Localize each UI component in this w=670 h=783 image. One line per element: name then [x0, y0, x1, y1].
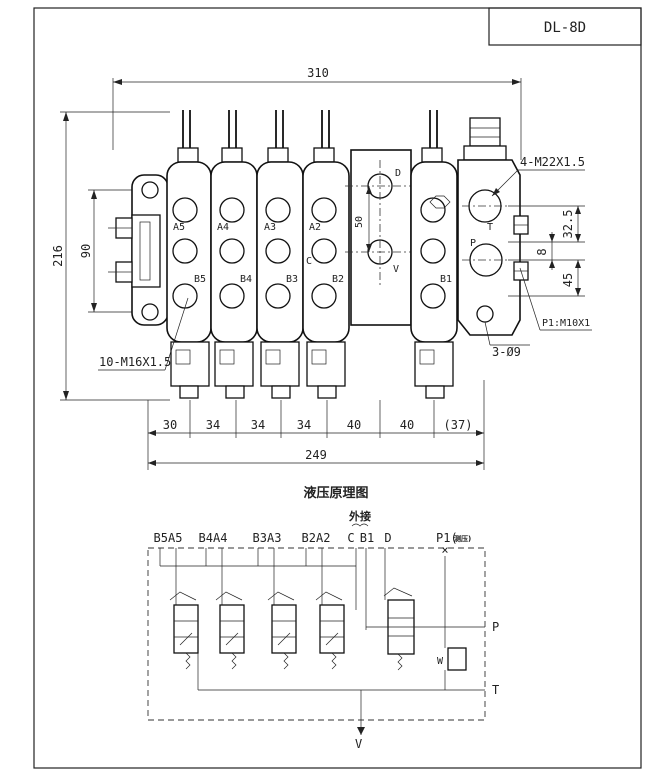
- label-a4: A4: [217, 222, 229, 233]
- schematic-spool-4: [215, 566, 245, 670]
- dim-seg-7: (37): [444, 418, 473, 432]
- left-end-plate: [108, 174, 169, 326]
- port-p1: P1(: [436, 531, 458, 545]
- dim-seg-5: 40: [347, 418, 361, 432]
- model-number: DL-8D: [544, 20, 586, 36]
- svg-text:4-M22X1.5: 4-M22X1.5: [520, 155, 585, 169]
- label-b2: B2: [332, 274, 344, 285]
- schematic-p: P: [492, 620, 499, 634]
- dim-port-spacing: 50: [354, 216, 365, 228]
- port-b5a5: B5A5: [154, 531, 183, 545]
- schematic-boundary: [147, 547, 486, 721]
- valve-section-3: [256, 110, 304, 399]
- dim-seg-1: 30: [163, 418, 177, 432]
- dim-overall-length: 310: [112, 66, 522, 160]
- sheet-border: [33, 7, 642, 769]
- label-b5: B5: [194, 274, 206, 285]
- dim-seg-3: 34: [251, 418, 265, 432]
- valve-section-2: [302, 110, 350, 399]
- label-d: D: [395, 168, 401, 179]
- dim-height: 216: [51, 111, 170, 401]
- middle-block: [345, 149, 415, 326]
- dim-seg-4: 34: [297, 418, 311, 432]
- dim-45: 45: [561, 273, 575, 287]
- callout-work-ports: 10-M16X1.5: [98, 297, 189, 371]
- svg-text:10-M16X1.5: 10-M16X1.5: [99, 355, 171, 369]
- schematic-spool-2: [315, 566, 345, 670]
- schematic-v: V: [355, 737, 362, 751]
- label-a3: A3: [264, 222, 276, 233]
- schematic-p-t-lines: [197, 626, 485, 735]
- dim-bottom-segments: [147, 380, 485, 470]
- valve-section-4: [210, 110, 258, 399]
- dim-bottom-total: 249: [305, 448, 327, 462]
- valve-section-5: [166, 110, 212, 399]
- callout-pressure-port: P1:M10X1: [519, 267, 592, 331]
- label-b3: B3: [286, 274, 298, 285]
- schematic-t: T: [492, 683, 499, 697]
- port-c: C: [347, 531, 354, 545]
- svg-text:90: 90: [79, 244, 93, 258]
- title-block: [488, 7, 642, 46]
- schematic-spool-3: [267, 566, 297, 670]
- port-d: D: [384, 531, 391, 545]
- dim-32-5: 32.5: [561, 210, 575, 239]
- label-b1: B1: [440, 274, 452, 285]
- dim-seg-6: 40: [400, 418, 414, 432]
- label-a2: A2: [309, 222, 321, 233]
- label-p: P: [470, 238, 476, 249]
- label-v: V: [393, 264, 399, 275]
- port-b2a2: B2A2: [302, 531, 331, 545]
- label-c: C: [306, 256, 312, 267]
- schematic-port-lines: [159, 548, 446, 630]
- label-a5: A5: [173, 222, 185, 233]
- schematic-spool-1: [383, 587, 415, 671]
- dim-seg-2: 34: [206, 418, 220, 432]
- external-label: 外接: [348, 509, 371, 523]
- external-bracket: [351, 523, 369, 527]
- svg-text:P1:M10X1: P1:M10X1: [542, 318, 590, 329]
- p1-marker: ×: [441, 543, 448, 557]
- port-b4a4: B4A4: [199, 531, 228, 545]
- port-b3a3: B3A3: [253, 531, 282, 545]
- valve-section-1: [410, 110, 458, 399]
- port-p1-note: 测压): [454, 534, 471, 543]
- dim-inlet-right: [508, 205, 585, 297]
- label-t: T: [487, 222, 493, 233]
- schematic-title: 液压原理图: [303, 485, 368, 501]
- svg-text:310: 310: [307, 66, 329, 80]
- port-b1: B1: [360, 531, 374, 545]
- callout-thread-ports: 4-M22X1.5: [491, 155, 585, 197]
- svg-text:3-Ø9: 3-Ø9: [492, 345, 521, 359]
- schematic-w: W: [437, 656, 444, 667]
- dim-8: 8: [535, 248, 549, 255]
- callout-mount-holes: 3-Ø9: [484, 321, 530, 359]
- schematic-spool-5: [169, 566, 199, 670]
- svg-text:216: 216: [51, 245, 65, 267]
- label-b4: B4: [240, 274, 252, 285]
- inlet-section: [429, 117, 529, 336]
